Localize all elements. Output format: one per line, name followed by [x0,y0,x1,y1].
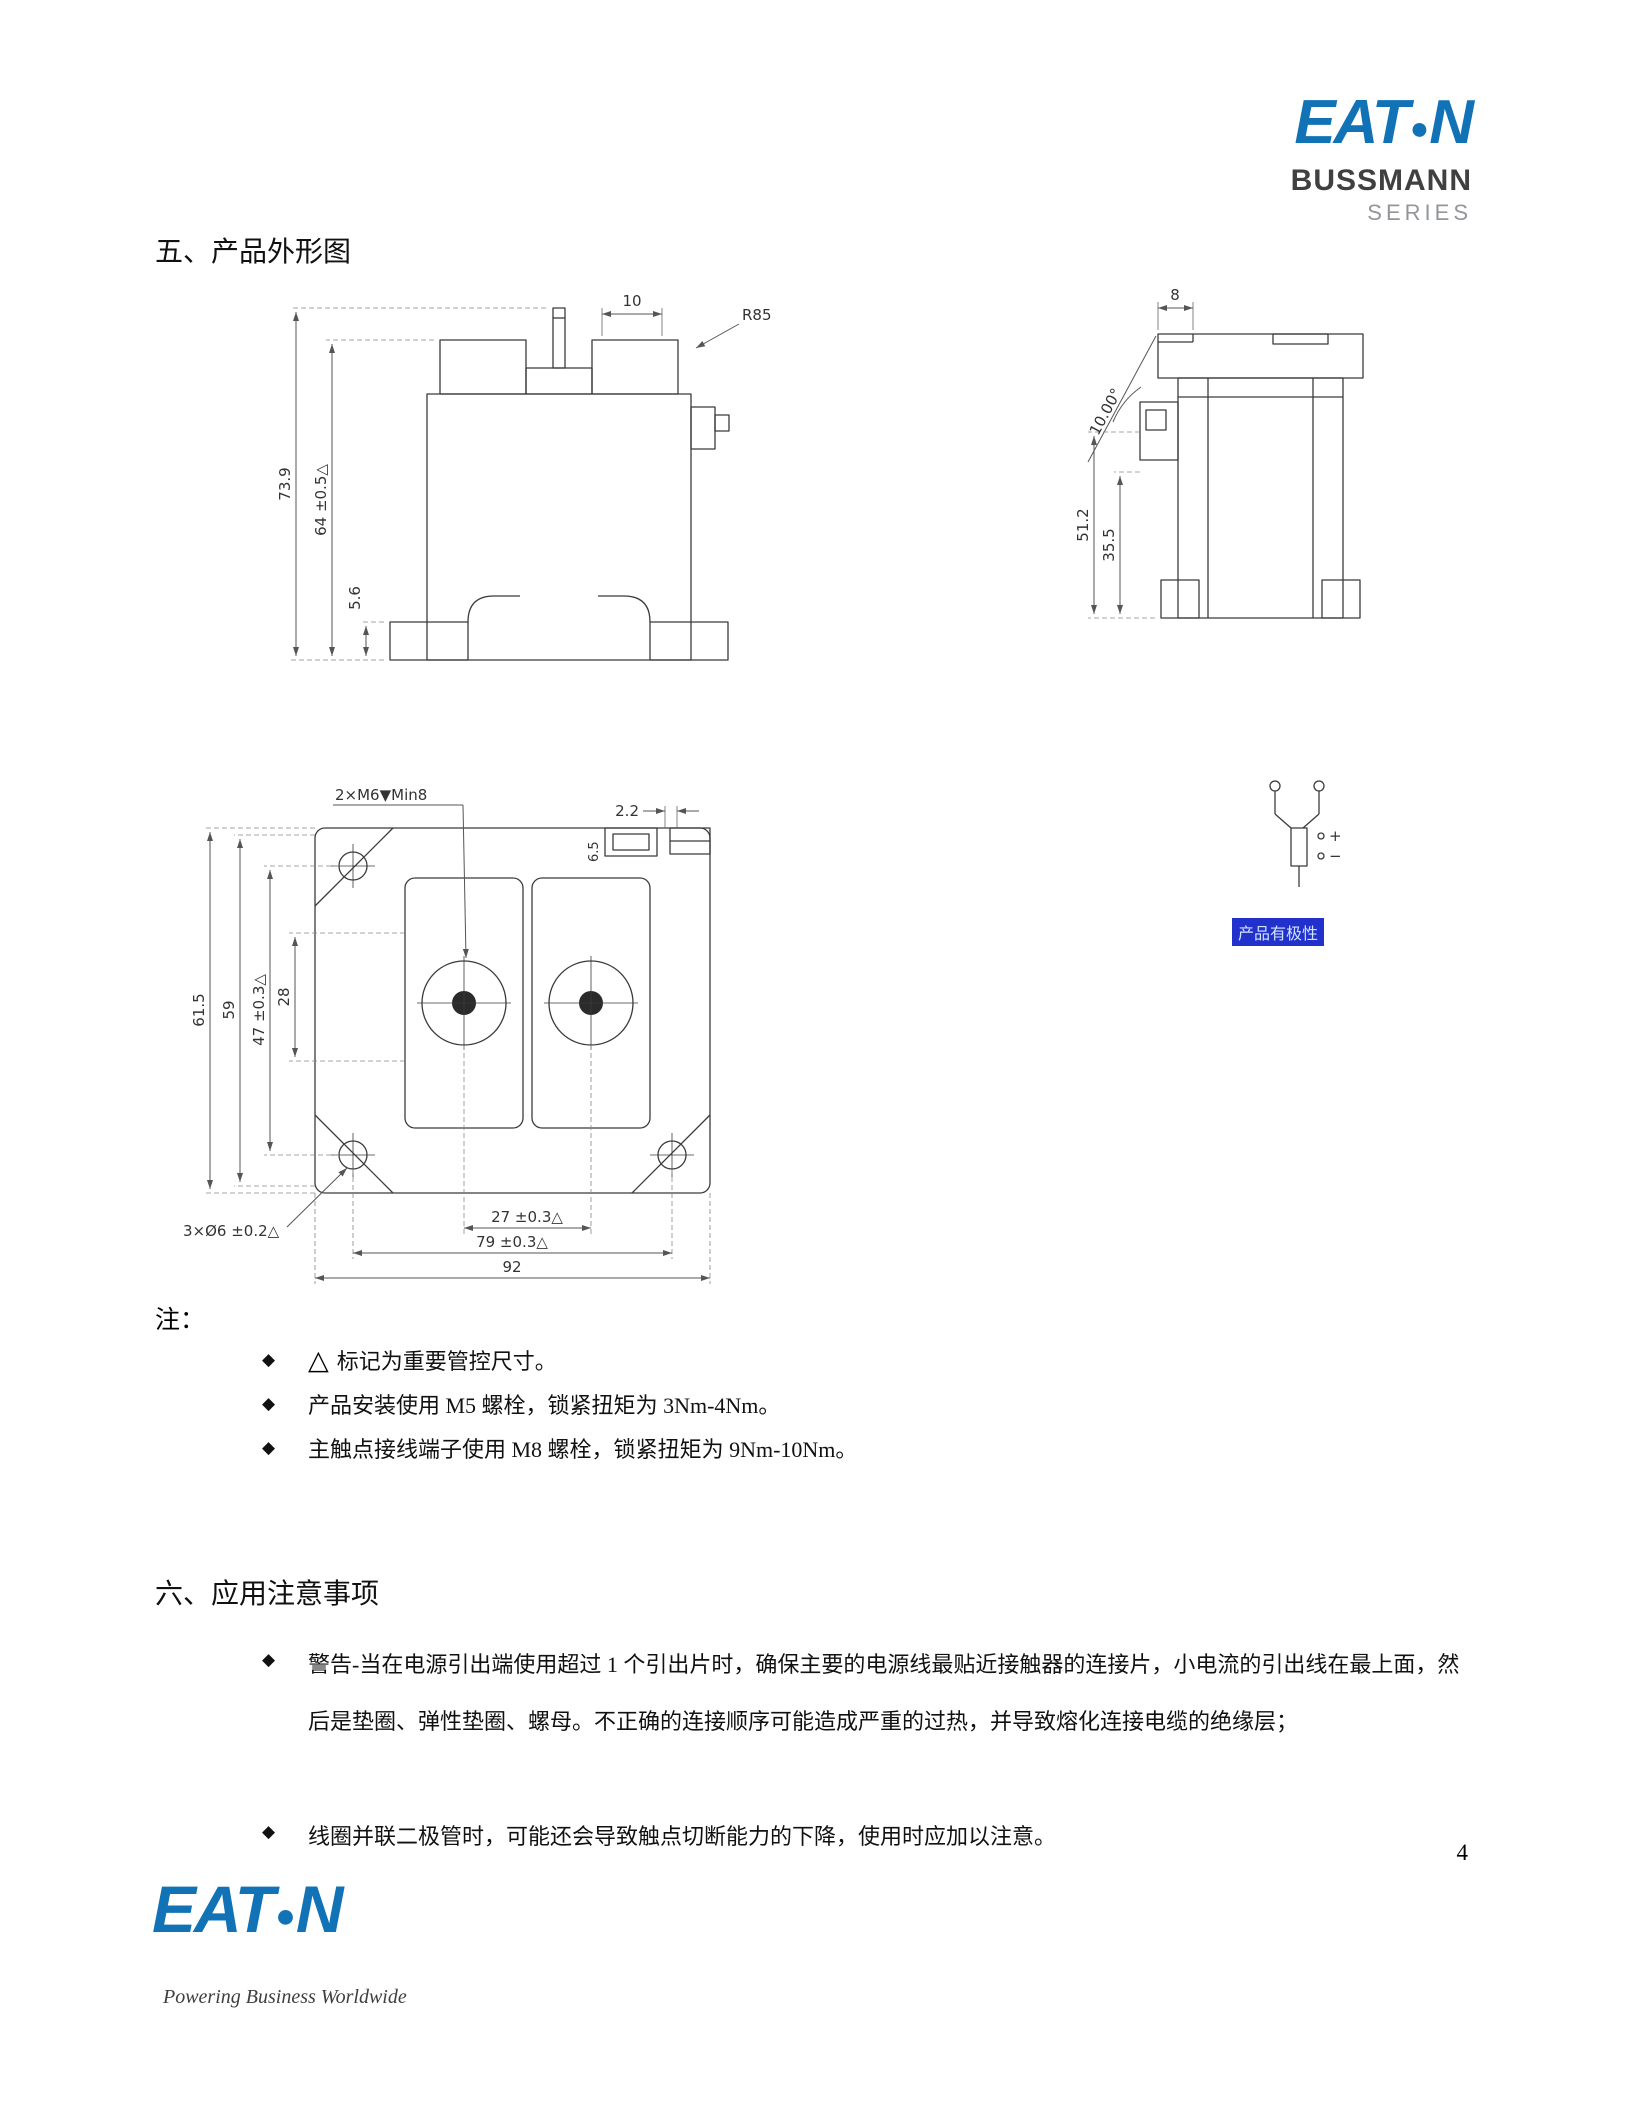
eaton-logo-text: EAT [1294,88,1409,157]
diamond-bullet-icon: ◆ [262,1822,276,1842]
note-item-3: ◆ 主触点接线端子使用 M8 螺栓，锁紧扭矩为 9Nm-10Nm。 [262,1430,857,1466]
dim-top-slot-width: 2.2 [615,802,639,820]
side-view-dimensions: 8 10.00° 51.2 35.5 [1074,286,1194,619]
eaton-logo: EAT●N [1291,92,1474,154]
diamond-bullet-icon: ◆ [262,1650,276,1670]
section6-title: 六、应用注意事项 [155,1579,380,1610]
dim-top-hole-span-h: 79 ±0.3△ [476,1233,548,1251]
footer-tagline: Powering Business Worldwide [163,1986,407,2008]
application-note-1: ◆ 警告-当在电源引出端使用超过 1 个引出片时，确保主要的电源线最贴近接触器的… [262,1636,1468,1750]
top-view-holes [331,844,694,1177]
front-view-outline [389,307,730,661]
eaton-logo-n: N [1429,88,1474,157]
dim-top-terminal-span: 27 ±0.3△ [491,1208,563,1226]
polarity-label: 产品有极性 [1232,918,1325,946]
note-item-2-text: 产品安装使用 M5 螺栓，锁紧扭矩为 3Nm-4Nm。 [308,1393,781,1418]
footer-eaton-logo-n: N [295,1872,344,1946]
top-view-dimensions: 61.5 59 47 ±0.3△ 28 27 ±0.3△ 79 ±0.3△ 92… [183,786,711,1284]
header-brand: EAT●N BUSSMANN SERIES [1290,92,1474,226]
polarity-symbol-drawing: + − [1269,780,1342,887]
dim-front-body-height: 64 ±0.5△ [312,464,330,536]
dim-front-total-height: 73.9 [276,467,294,500]
top-view-drawing: 61.5 59 47 ±0.3△ 28 27 ±0.3△ 79 ±0.3△ 92… [183,786,711,1284]
dim-top-slot-height: 6.5 [587,841,602,862]
dim-side-height2: 35.5 [1100,528,1118,561]
note-item-2: ◆ 产品安装使用 M5 螺栓，锁紧扭矩为 3Nm-4Nm。 [262,1386,780,1422]
polarity-circuit [1269,780,1325,887]
side-view-outline [1139,333,1364,619]
dim-front-radius: R85 [742,306,772,324]
application-note-2: ◆ 线圈并联二极管时，可能还会导致触点切断能力的下降，使用时应加以注意。 [262,1808,1468,1865]
note-item-1-text: 标记为重要管控尺寸。 [336,1349,557,1374]
dim-top-body-height: 59 [220,1000,238,1019]
dim-top-inner-v: 28 [275,987,293,1006]
diamond-bullet-icon: ◆ [262,1350,276,1370]
section5-title: 五、产品外形图 [155,237,352,268]
front-view-drawing: 73.9 64 ±0.5△ 5.6 10 R85 [276,292,772,661]
dim-front-foot-height: 5.6 [346,586,364,610]
footer-eaton-logo-text: EAT [152,1872,275,1946]
series-wordmark: SERIES [1367,200,1472,225]
footer-eaton-logo-dot-icon: ● [275,1897,296,1936]
diamond-bullet-icon: ◆ [262,1438,276,1458]
eaton-logo-dot-icon: ● [1409,109,1430,146]
notes-label: 注： [155,1307,206,1334]
note-item-3-text: 主触点接线端子使用 M8 螺栓，锁紧扭矩为 9Nm-10Nm。 [308,1437,858,1462]
dim-side-height1: 51.2 [1074,508,1092,541]
note-item-1: ◆ △ 标记为重要管控尺寸。 [262,1342,557,1378]
page-number: 4 [1456,1840,1469,1865]
top-view-terminals [417,956,638,1050]
application-note-1-text: 警告-当在电源引出端使用超过 1 个引出片时，确保主要的电源线最贴近接触器的连接… [308,1652,1460,1734]
diamond-bullet-icon: ◆ [262,1394,276,1414]
label-thread-spec: 2×M6▼Min8 [335,786,427,804]
side-view-drawing: 8 10.00° 51.2 35.5 [1074,286,1364,619]
dim-front-top-width: 10 [622,292,641,310]
bussmann-wordmark: BUSSMANN [1290,164,1472,197]
application-note-2-text: 线圈并联二极管时，可能还会导致触点切断能力的下降，使用时应加以注意。 [308,1824,1057,1849]
label-mounting-holes: 3×Ø6 ±0.2△ [183,1222,280,1240]
polarity-plus: + [1329,827,1342,845]
dim-top-total-width: 92 [502,1258,521,1276]
top-view-outline [314,827,711,1194]
dim-side-top-width: 8 [1170,286,1180,304]
front-view-dimensions: 73.9 64 ±0.5△ 5.6 10 R85 [276,292,772,661]
dim-top-hole-span-v: 47 ±0.3△ [250,974,268,1046]
control-dimension-triangle-icon: △ [308,1344,329,1376]
polarity-minus: − [1329,847,1342,865]
footer-eaton-logo: EAT●N [152,1876,344,1942]
dim-top-total-height: 61.5 [190,993,208,1026]
dim-side-angle: 10.00° [1086,385,1126,438]
